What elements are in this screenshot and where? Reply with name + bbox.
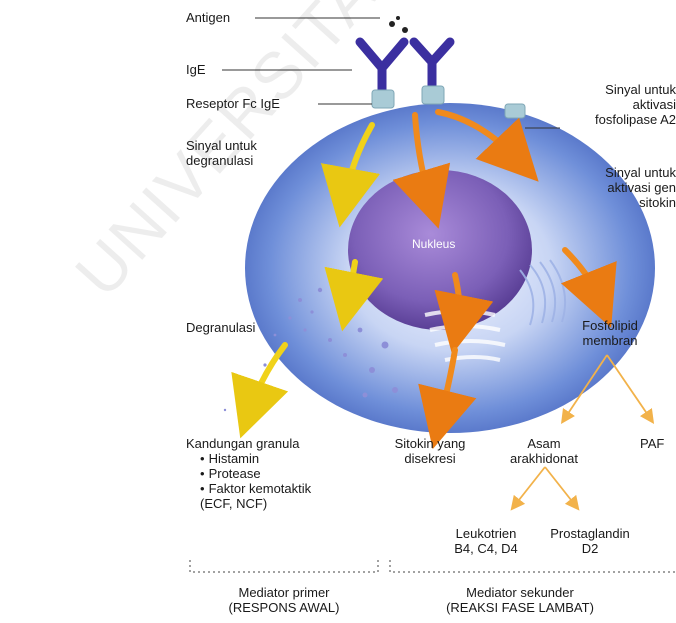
label-sinyal-gen: Sinyal untuk aktivasi gen sitokin [566, 165, 676, 210]
label-sitokin-disekresi: Sitokin yang disekresi [380, 436, 480, 466]
label-paf: PAF [640, 436, 664, 451]
label-sinyal-fosfolipase: Sinyal untuk aktivasi fosfolipase A2 [566, 82, 676, 127]
mediator-brackets [190, 560, 676, 572]
label-mediator-primer: Mediator primer (RESPONS AWAL) [190, 585, 378, 615]
label-leukotrien: Leukotrien B4, C4, D4 [436, 526, 536, 556]
label-prostaglandin: Prostaglandin D2 [540, 526, 640, 556]
label-antigen: Antigen [186, 10, 230, 25]
ige-antibodies [360, 42, 450, 92]
label-asam-arakhidonat: Asam arakhidonat [494, 436, 594, 466]
label-fosfolipid: Fosfolipid membran [570, 318, 650, 348]
label-mediator-sekunder: Mediator sekunder (REAKSI FASE LAMBAT) [400, 585, 640, 615]
granula-list: Histamin Protease Faktor kemotaktik [200, 451, 311, 496]
granula-item: Protease [200, 466, 311, 481]
label-sinyal-degranulasi: Sinyal untuk degranulasi [186, 138, 257, 168]
label-kandungan-granula: Kandungan granula Histamin Protease Fakt… [186, 436, 311, 511]
label-degranulasi: Degranulasi [186, 320, 255, 335]
label-reseptor: Reseptor Fc IgE [186, 96, 280, 111]
granula-item: Faktor kemotaktik [200, 481, 311, 496]
label-ige: IgE [186, 62, 206, 77]
granula-item: Histamin [200, 451, 311, 466]
label-nukleus: Nukleus [412, 237, 455, 252]
antigen-particles [389, 16, 408, 33]
